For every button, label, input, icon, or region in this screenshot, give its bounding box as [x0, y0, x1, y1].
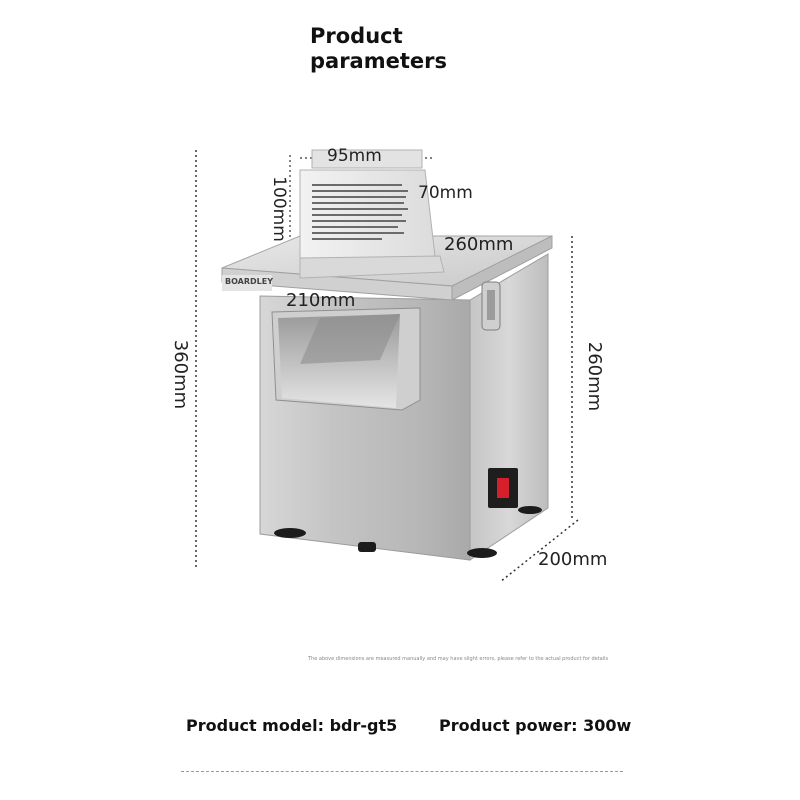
top-depth-label: 260mm	[444, 234, 514, 255]
disclaimer-note: The above dimensions are measured manual…	[308, 656, 609, 662]
base-depth-dim-line	[499, 519, 579, 583]
total-height-label: 360mm	[170, 339, 192, 410]
footer-divider	[181, 771, 623, 772]
hopper-lid	[311, 149, 423, 169]
top-plate-side-edge	[451, 235, 553, 301]
body-height-label: 260mm	[584, 341, 606, 412]
hopper-depth-label: 70mm	[418, 183, 473, 203]
hopper-label-text	[312, 184, 408, 240]
brand-plate	[222, 275, 272, 291]
foot-front-center	[358, 542, 376, 552]
foot-front-right	[467, 548, 497, 558]
page-title: Product parameters	[310, 24, 447, 74]
product-model: Product model: bdr-gt5	[186, 716, 398, 735]
brand-logo: BOARDLEY	[225, 277, 274, 286]
foot-back-right	[518, 506, 542, 514]
foot-front-left	[274, 528, 306, 538]
front-width-label: 210mm	[286, 290, 356, 311]
power-switch	[497, 478, 509, 498]
hopper-base	[299, 255, 445, 279]
title-line-1: Product	[310, 24, 403, 48]
product-power: Product power: 300w	[439, 716, 632, 735]
hopper-width-label: 95mm	[327, 146, 382, 166]
title-line-2: parameters	[310, 49, 447, 73]
hopper-height-label: 100mm	[268, 176, 289, 242]
base-depth-label: 200mm	[538, 549, 608, 570]
